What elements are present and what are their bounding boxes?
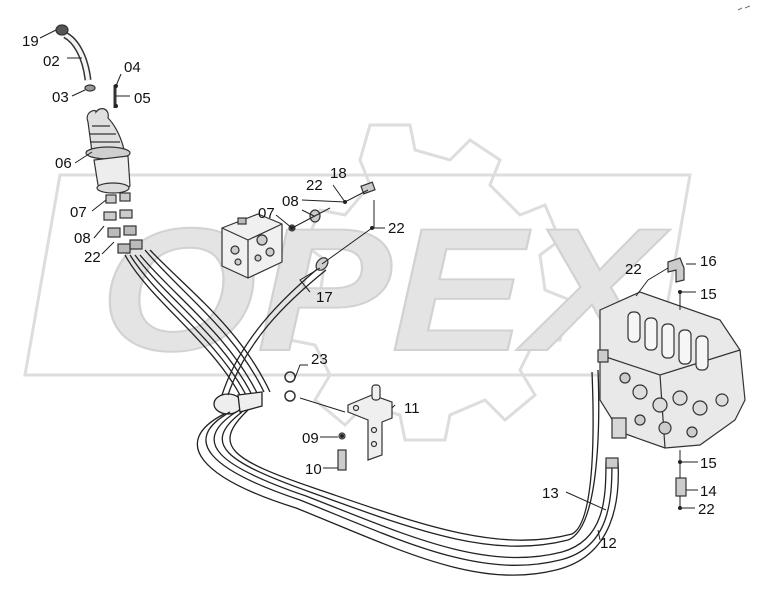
main-control-valve	[597, 291, 746, 449]
callout-08: 08	[74, 230, 91, 247]
long-hoses	[196, 369, 619, 576]
joystick-hose-bundle	[124, 249, 271, 396]
joystick-assembly	[55, 24, 143, 254]
callout-15: 15	[700, 455, 717, 472]
callout-12: 12	[600, 535, 617, 552]
callout-labels: 19 02 04 03 05 06 07 08 22 18 22 08 07 2…	[22, 33, 717, 552]
watermark-text: OPEX	[100, 193, 671, 388]
callout-10: 10	[305, 461, 322, 478]
corner-mark	[737, 5, 751, 11]
callout-23: 23	[311, 351, 328, 368]
watermark-banner: OPEX	[23, 173, 692, 389]
hose-clamp	[213, 391, 263, 415]
callout-11: 11	[404, 400, 420, 417]
callout-06: 06	[55, 155, 72, 172]
callout-07: 07	[258, 205, 275, 222]
callout-13: 13	[542, 485, 559, 502]
callout-17: 17	[316, 289, 333, 306]
callout-03: 03	[52, 89, 69, 106]
callout-22: 22	[625, 261, 642, 278]
leader-dots	[114, 84, 682, 510]
fitting-hose12-end	[605, 457, 619, 469]
callout-05: 05	[134, 90, 151, 107]
callout-04: 04	[124, 59, 141, 76]
callout-14: 14	[700, 483, 717, 500]
callout-02: 02	[43, 53, 60, 70]
fitting-14	[675, 477, 687, 497]
callout-15: 15	[700, 286, 717, 303]
bracket-11	[347, 384, 393, 461]
callout-18: 18	[330, 165, 347, 182]
callout-16: 16	[700, 253, 717, 270]
bolt-10	[337, 432, 347, 471]
pilot-valve-block	[221, 213, 283, 279]
callout-07: 07	[70, 204, 87, 221]
callout-09: 09	[302, 430, 319, 447]
fitting-18	[360, 181, 376, 195]
fitting-16	[667, 257, 685, 283]
callout-08: 08	[282, 193, 299, 210]
hose-17	[221, 264, 327, 396]
callout-22: 22	[698, 501, 715, 518]
callout-19: 19	[22, 33, 39, 50]
callout-22: 22	[84, 249, 101, 266]
callout-22: 22	[306, 177, 323, 194]
callout-22: 22	[388, 220, 405, 237]
